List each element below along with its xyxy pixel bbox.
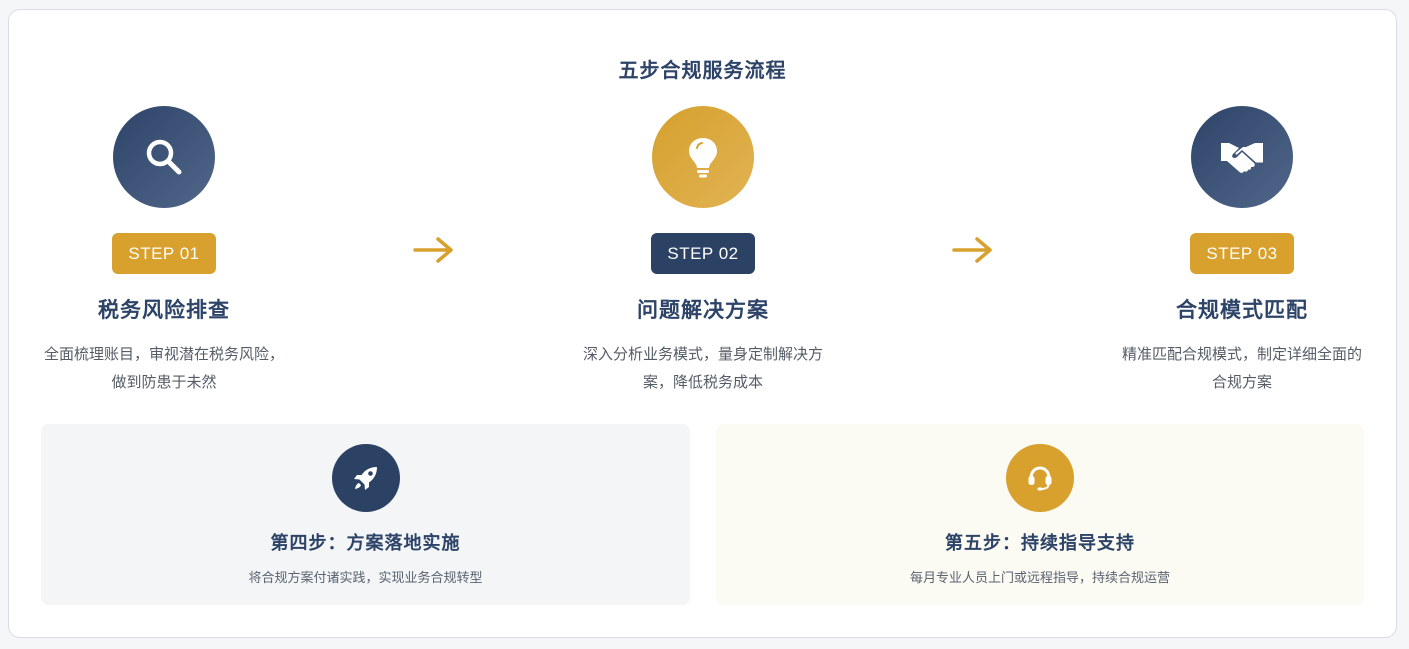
step-2-badge: STEP 02 (651, 233, 755, 274)
step-1-badge: STEP 01 (112, 233, 216, 274)
step-2-title: 问题解决方案 (637, 298, 769, 322)
step-5-card: 第五步：持续指导支持 每月专业人员上门或远程指导，持续合规运营 (716, 424, 1364, 605)
step-1: STEP 01 税务风险排查 全面梳理账目，审视潜在税务风险，做到防患于未然 (14, 106, 314, 396)
arrow-right-icon (952, 237, 992, 263)
step-3-title: 合规模式匹配 (1176, 298, 1308, 322)
process-panel: 五步合规服务流程 STEP 01 税务风险排查 全面梳理账目，审视潜在税务风险，… (8, 9, 1397, 638)
step-4-icon-circle (331, 444, 400, 512)
step-5-description: 每月专业人员上门或远程指导，持续合规运营 (909, 571, 1170, 586)
step-5-title: 第五步：持续指导支持 (945, 533, 1135, 554)
step-1-title: 税务风险排查 (98, 298, 230, 322)
step-2-icon-circle (652, 106, 754, 208)
lightbulb-icon (689, 138, 717, 178)
search-icon (146, 139, 182, 175)
step-4-description: 将合规方案付诸实践，实现业务合规转型 (248, 571, 483, 586)
step-3-description: 精准匹配合规模式，制定详细全面的合规方案 (1121, 345, 1362, 391)
headset-icon (1028, 466, 1052, 491)
step-2-description: 深入分析业务模式，量身定制解决方案，降低税务成本 (582, 345, 823, 391)
step-3: STEP 03 合规模式匹配 精准匹配合规模式，制定详细全面的合规方案 (1092, 106, 1392, 396)
handshake-icon (1221, 143, 1263, 173)
page-title: 五步合规服务流程 (618, 58, 787, 82)
step-1-icon-circle (113, 106, 215, 208)
arrow-right-icon (413, 237, 453, 263)
step-1-description: 全面梳理账目，审视潜在税务风险，做到防患于未然 (43, 345, 284, 391)
step-3-badge: STEP 03 (1190, 233, 1294, 274)
step-5-icon-circle (1006, 444, 1074, 512)
step-2: STEP 02 问题解决方案 深入分析业务模式，量身定制解决方案，降低税务成本 (553, 106, 853, 396)
step-4-card: 第四步：方案落地实施 将合规方案付诸实践，实现业务合规转型 (41, 424, 690, 605)
step-3-icon-circle (1191, 106, 1293, 208)
step-4-title: 第四步：方案落地实施 (270, 533, 461, 554)
rocket-icon (353, 467, 377, 490)
